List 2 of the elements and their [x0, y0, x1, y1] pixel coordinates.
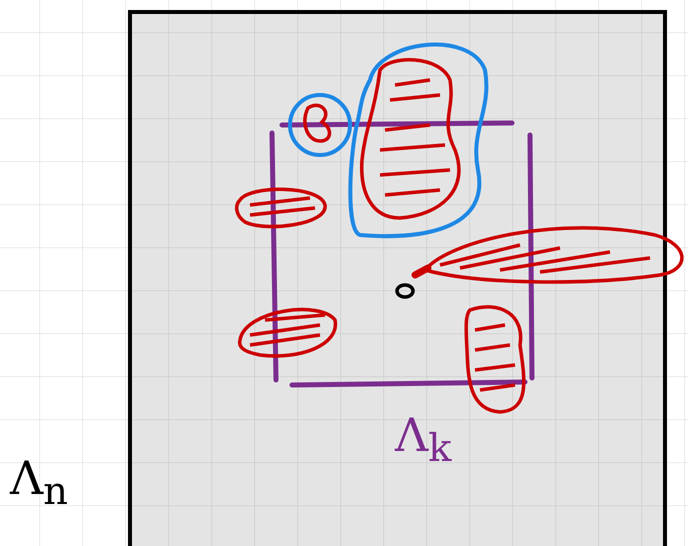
math-label: Λ$_{k}$: [395, 412, 452, 469]
math-label: Λ$_{n}$: [10, 455, 68, 512]
